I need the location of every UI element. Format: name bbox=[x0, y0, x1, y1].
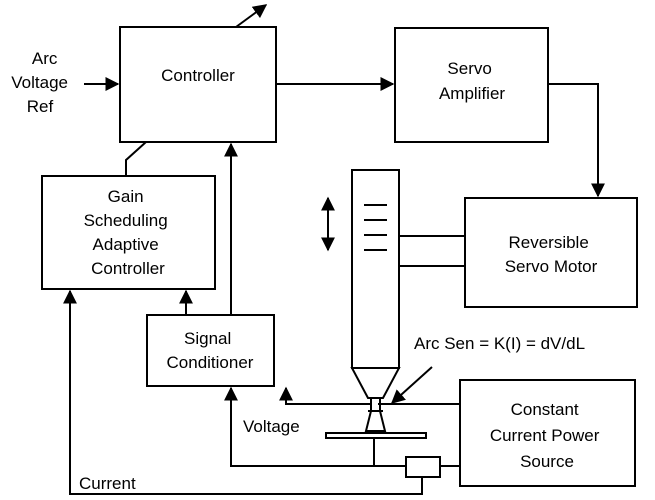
signal-conditioner-label: Signal Conditioner bbox=[167, 329, 254, 372]
amp-to-motor-arrow bbox=[548, 83, 605, 198]
power-source-block bbox=[459, 379, 636, 487]
workpiece-plate bbox=[325, 432, 427, 439]
current-label: Current bbox=[79, 474, 136, 493]
current-feedback-line bbox=[63, 289, 423, 495]
servo-motor-label: Reversible Servo Motor bbox=[505, 233, 598, 276]
arc-sen-label: Arc Sen = K(I) = dV/dL bbox=[414, 334, 585, 353]
torch-column bbox=[351, 169, 400, 369]
signal-conditioner-block bbox=[146, 314, 275, 387]
voltage-label: Voltage bbox=[243, 417, 300, 436]
voltage-feedback-line bbox=[279, 386, 370, 405]
current-sensor-box bbox=[405, 456, 441, 478]
reversible-servo-motor-block bbox=[464, 197, 638, 308]
controller-label: Controller bbox=[161, 66, 235, 85]
arc-voltage-ref-label: Arc Voltage Ref bbox=[11, 49, 72, 116]
welding-arc bbox=[364, 410, 387, 432]
arc-sen-leader-arrow bbox=[390, 366, 433, 404]
servo-amplifier-label: Servo Amplifier bbox=[439, 59, 505, 103]
power-source-label: Constant Current Power Source bbox=[490, 400, 604, 471]
controller-adjust-arrow bbox=[235, 4, 268, 28]
torch-nozzle bbox=[350, 367, 401, 399]
gain-scheduling-block bbox=[41, 175, 216, 290]
current-sense-line bbox=[224, 386, 406, 467]
gain-scheduling-label: Gain Scheduling Adaptive Controller bbox=[84, 187, 173, 278]
gain-to-controller-line bbox=[125, 141, 147, 176]
